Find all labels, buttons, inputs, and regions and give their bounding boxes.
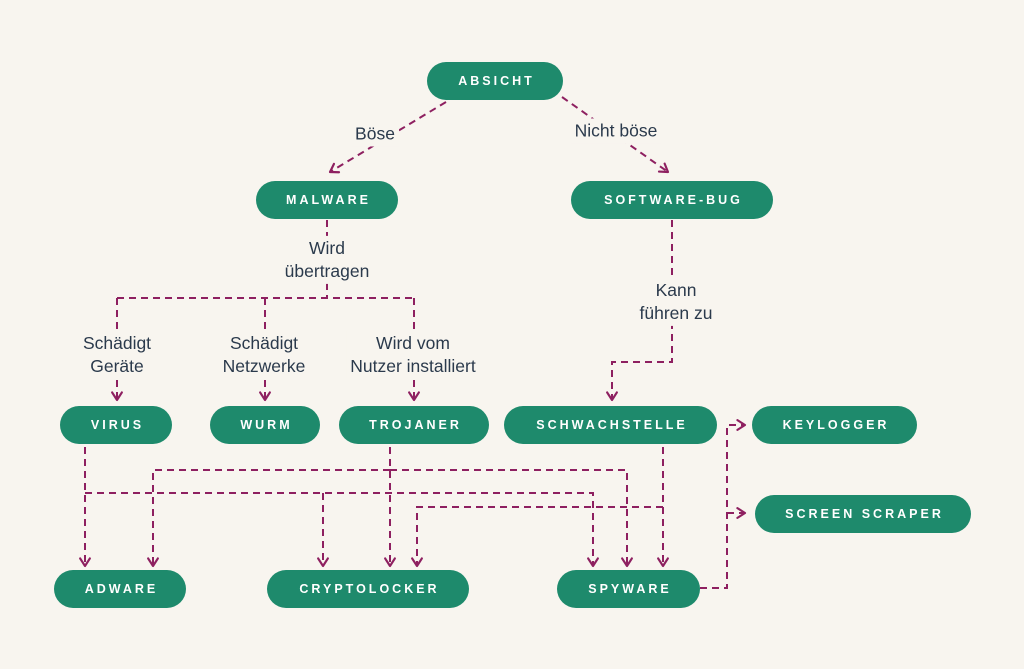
node-spyware: SPYWARE — [557, 570, 700, 608]
node-label-absicht: ABSICHT — [458, 74, 535, 88]
edge-label-boese: Böse — [351, 121, 399, 147]
node-label-wurm: WURM — [240, 418, 293, 432]
edge-absicht-malware — [328, 101, 447, 174]
node-wurm: WURM — [210, 406, 320, 444]
edge-label-schaedigt-geraete-line-2: Geräte — [90, 356, 144, 376]
edge-label-wird-uebertragen: Wird übertragen — [280, 235, 374, 285]
edge-label-wird-uebertragen-line-1: Wird — [309, 237, 345, 258]
edge-label-wird-uebertragen-line-2: übertragen — [284, 261, 370, 281]
node-label-malware: MALWARE — [286, 193, 371, 207]
node-label-screen-scraper: SCREEN SCRAPER — [785, 507, 944, 521]
edge-label-boese-line-1: Böse — [355, 123, 395, 144]
edge-label-kann-fuehren-zu: Kann führen zu — [635, 277, 717, 327]
node-trojaner: TROJANER — [339, 406, 489, 444]
node-schwachstelle: SCHWACHSTELLE — [504, 406, 717, 444]
edge-softwarebug-schwachstelle — [606, 322, 673, 402]
edge-schwachstelle-cryptolocker — [411, 506, 663, 568]
node-absicht: ABSICHT — [427, 62, 563, 100]
edge-label-kann-fuehren-zu-line-2: führen zu — [639, 303, 713, 323]
edge-spyware-keylogger — [700, 419, 747, 589]
edge-label-schaedigt-netzwerke-line-2: Netzwerke — [222, 356, 306, 376]
edge-trojaner-adware — [147, 469, 390, 568]
edge-label-wird-vom-nutzer-line-2: Nutzer installiert — [350, 356, 476, 376]
node-label-adware: ADWARE — [84, 582, 159, 596]
node-virus: VIRUS — [60, 406, 172, 444]
edge-label-schaedigt-netzwerke-line-1: Schädigt — [229, 332, 299, 353]
edge-virus-spyware — [85, 492, 599, 568]
node-label-virus: VIRUS — [90, 418, 145, 432]
edge-label-nicht-boese-line-1: Nicht böse — [574, 120, 658, 141]
edge-label-schaedigt-geraete-line-1: Schädigt — [82, 332, 152, 353]
node-label-trojaner: TROJANER — [369, 418, 462, 432]
node-label-schwachstelle: SCHWACHSTELLE — [536, 418, 688, 432]
node-screen-scraper: SCREEN SCRAPER — [755, 495, 971, 533]
edge-label-nicht-boese: Nicht böse — [570, 118, 662, 144]
edge-label-wird-vom-nutzer-line-1: Wird vom — [376, 332, 450, 353]
node-malware: MALWARE — [256, 181, 398, 219]
node-label-cryptolocker: CRYPTOLOCKER — [299, 582, 440, 596]
node-keylogger: KEYLOGGER — [752, 406, 917, 444]
node-software-bug: SOFTWARE-BUG — [571, 181, 773, 219]
node-label-keylogger: KEYLOGGER — [782, 418, 890, 432]
edge-trojaner-spyware — [390, 469, 633, 568]
node-label-spyware: SPYWARE — [588, 582, 672, 596]
node-label-software-bug: SOFTWARE-BUG — [604, 193, 743, 207]
node-cryptolocker: CRYPTOLOCKER — [267, 570, 469, 608]
edge-label-kann-fuehren-zu-line-1: Kann — [655, 279, 697, 300]
node-adware: ADWARE — [54, 570, 186, 608]
